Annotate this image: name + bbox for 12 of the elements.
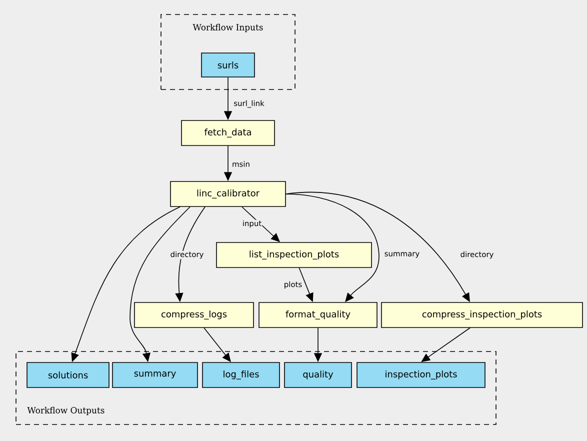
step-box: format_quality [258,302,378,328]
data-box: solutions [26,362,110,388]
step-box: fetch_data [181,120,275,146]
step-box: list_inspection_plots [216,242,372,268]
data-box: quality [284,362,352,388]
step-box: linc_calibrator [170,181,286,207]
data-box: surls [201,52,255,78]
data-box: summary [112,362,198,388]
step-box: compress_logs [134,302,254,328]
data-box: log_files [202,362,280,388]
step-box: compress_inspection_plots [381,302,583,328]
data-box: inspection_plots [356,362,486,388]
